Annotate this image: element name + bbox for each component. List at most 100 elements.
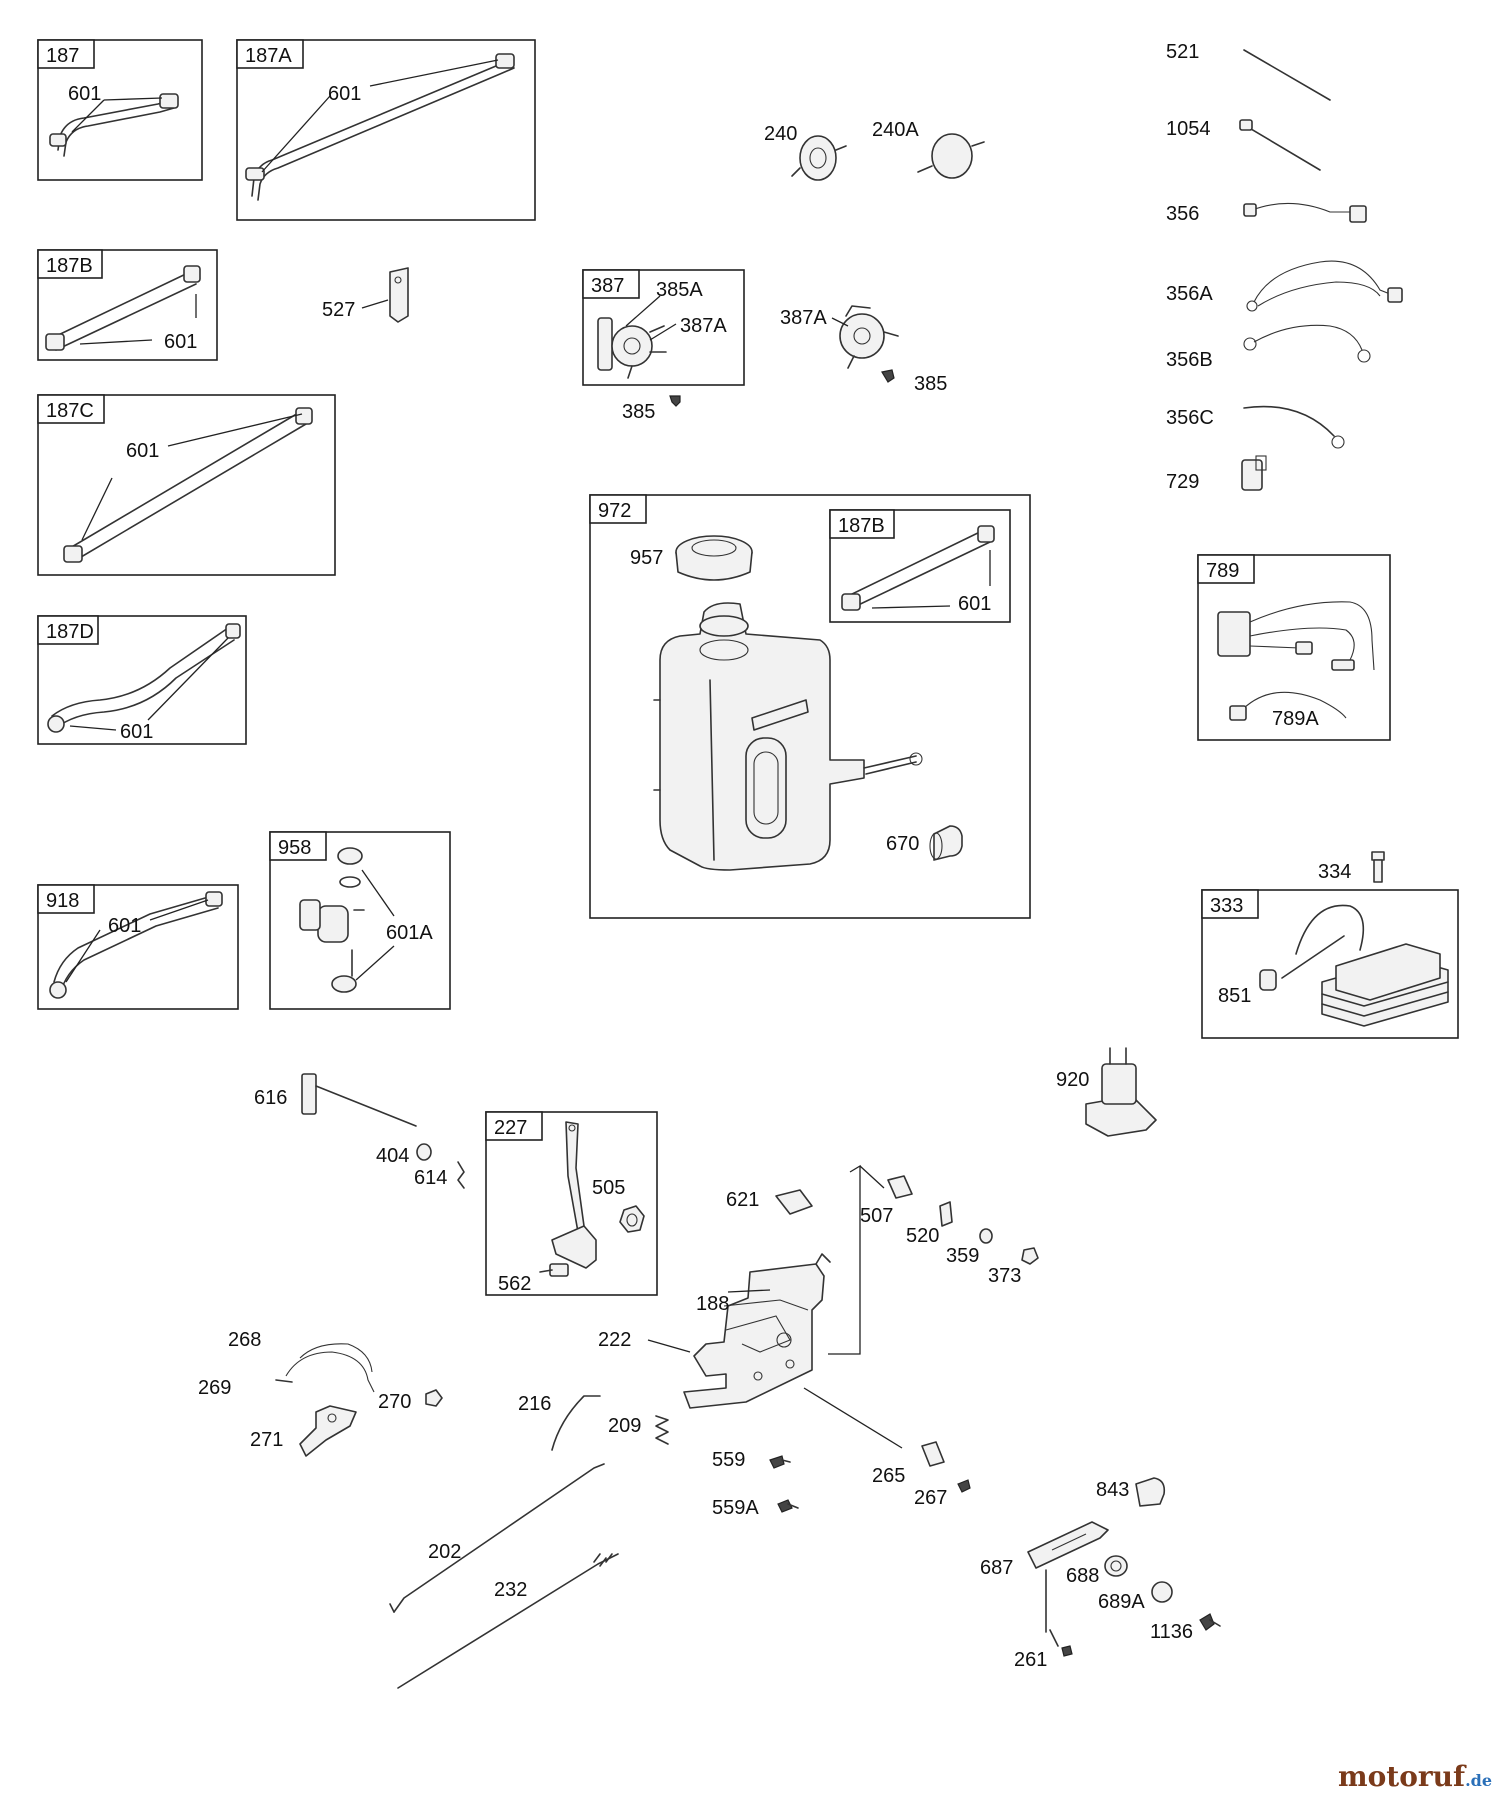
part-270: 270: [378, 1389, 443, 1413]
fuel-line-hose: [57, 99, 173, 151]
box-958: 958 601A: [269, 831, 451, 1010]
callout-268: 268: [228, 1329, 261, 1351]
box-label-333: 333: [1210, 895, 1243, 917]
callout-270: 270: [378, 1391, 411, 1413]
part-359: 359: [946, 1228, 993, 1267]
callout-507: 507: [860, 1205, 893, 1227]
callout-373: 373: [988, 1265, 1021, 1287]
box-227: 227 505 562: [485, 1111, 658, 1296]
box-333: 333 851: [1201, 889, 1459, 1039]
governor-lever: [551, 1121, 597, 1269]
part-505: [619, 1205, 645, 1233]
fuel-pump: [597, 317, 613, 371]
callout-688: 688: [1066, 1565, 1099, 1587]
callout-601: 601: [958, 593, 991, 615]
part-729: 729: [1166, 455, 1267, 493]
callout-356a: 356A: [1166, 283, 1213, 305]
part-843: 843: [1096, 1477, 1166, 1507]
watermark-text: motoruf.de: [1338, 1760, 1492, 1793]
box-972: 972 957 187B: [589, 494, 1031, 919]
part-268: 268 269: [198, 1329, 375, 1399]
callout-920: 920: [1056, 1069, 1089, 1091]
box-label-387: 387: [591, 275, 624, 297]
box-187c: 187C 601: [37, 394, 336, 576]
watermark-logo: motoruf.de: [1338, 1760, 1492, 1793]
callout-269: 269: [198, 1377, 231, 1399]
part-688: 688: [1066, 1555, 1128, 1587]
callout-240a: 240A: [872, 119, 919, 141]
box-187b-inner: 187B 601: [829, 509, 1011, 623]
callout-521: 521: [1166, 41, 1199, 63]
box-187: 187 601: [37, 39, 203, 181]
box-label-187c: 187C: [46, 400, 94, 422]
part-1136: 1136: [1150, 1613, 1221, 1643]
callout-559a: 559A: [712, 1497, 759, 1519]
box-187a: 187A 601: [236, 39, 536, 221]
callout-334: 334: [1318, 861, 1351, 883]
part-356c: 356C: [1166, 405, 1345, 449]
callout-359: 359: [946, 1245, 979, 1267]
box-187d: 187D 601: [37, 615, 247, 745]
ignition-coil: [1295, 904, 1449, 1027]
callout-356: 356: [1166, 203, 1199, 225]
box-187b: 187B 601: [37, 249, 218, 361]
control-bracket: [683, 1253, 831, 1409]
box-label-187: 187: [46, 45, 79, 67]
box-918: 918 601: [37, 884, 239, 1010]
box-label-187b-inner: 187B: [838, 515, 885, 537]
callout-271: 271: [250, 1429, 283, 1451]
callout-789a: 789A: [1272, 708, 1319, 730]
part-216: 216: [518, 1393, 601, 1451]
part-261: 261: [1014, 1645, 1073, 1671]
part-271: 271: [250, 1405, 357, 1457]
hose-clamp: [331, 975, 357, 993]
callout-689a: 689A: [1098, 1591, 1145, 1613]
callout-385: 385: [622, 401, 655, 423]
part-267: 267: [914, 1479, 971, 1509]
callout-202: 202: [428, 1541, 461, 1563]
callout-387a: 387A: [680, 315, 727, 337]
part-520: 520: [906, 1201, 953, 1247]
box-label-187b: 187B: [46, 255, 93, 277]
box-label-918: 918: [46, 890, 79, 912]
callout-404: 404: [376, 1145, 409, 1167]
part-356: 356: [1166, 202, 1367, 225]
callout-670: 670: [886, 833, 919, 855]
callout-267: 267: [914, 1487, 947, 1509]
hose-clamp: [337, 847, 363, 865]
callout-216: 216: [518, 1393, 551, 1415]
callout-387a: 387A: [780, 307, 827, 329]
part-614: 614: [414, 1161, 465, 1189]
callout-356c: 356C: [1166, 407, 1214, 429]
callout-385a: 385A: [656, 279, 703, 301]
callout-209: 209: [608, 1415, 641, 1437]
callout-601: 601: [126, 440, 159, 462]
part-507: 507: [860, 1175, 913, 1227]
part-385-loose: 385: [881, 369, 947, 395]
part-356b: 356B: [1166, 324, 1371, 371]
callout-957: 957: [630, 547, 663, 569]
callout-601: 601: [328, 83, 361, 105]
hose-clamp: [159, 93, 179, 109]
part-387a: 387A: [780, 305, 899, 369]
box-label-972: 972: [598, 500, 631, 522]
callout-232: 232: [494, 1579, 527, 1601]
part-687: 687: [980, 1521, 1109, 1647]
wire-harness-connector: [1217, 611, 1251, 657]
fuel-cap: [675, 535, 753, 581]
callout-687: 687: [980, 1557, 1013, 1579]
callout-385: 385: [914, 373, 947, 395]
part-562: [539, 1263, 569, 1277]
part-559: 559: [712, 1449, 791, 1471]
box-label-187d: 187D: [46, 621, 94, 643]
box-label-187a: 187A: [245, 45, 292, 67]
callout-240: 240: [764, 123, 797, 145]
part-559a: 559A: [712, 1497, 799, 1519]
box-label-958: 958: [278, 837, 311, 859]
part-240a: 240A: [872, 119, 985, 179]
part-920: 920: [1056, 1047, 1157, 1137]
part-232: 232: [397, 1553, 619, 1689]
callout-601: 601: [68, 83, 101, 105]
callout-843: 843: [1096, 1479, 1129, 1501]
